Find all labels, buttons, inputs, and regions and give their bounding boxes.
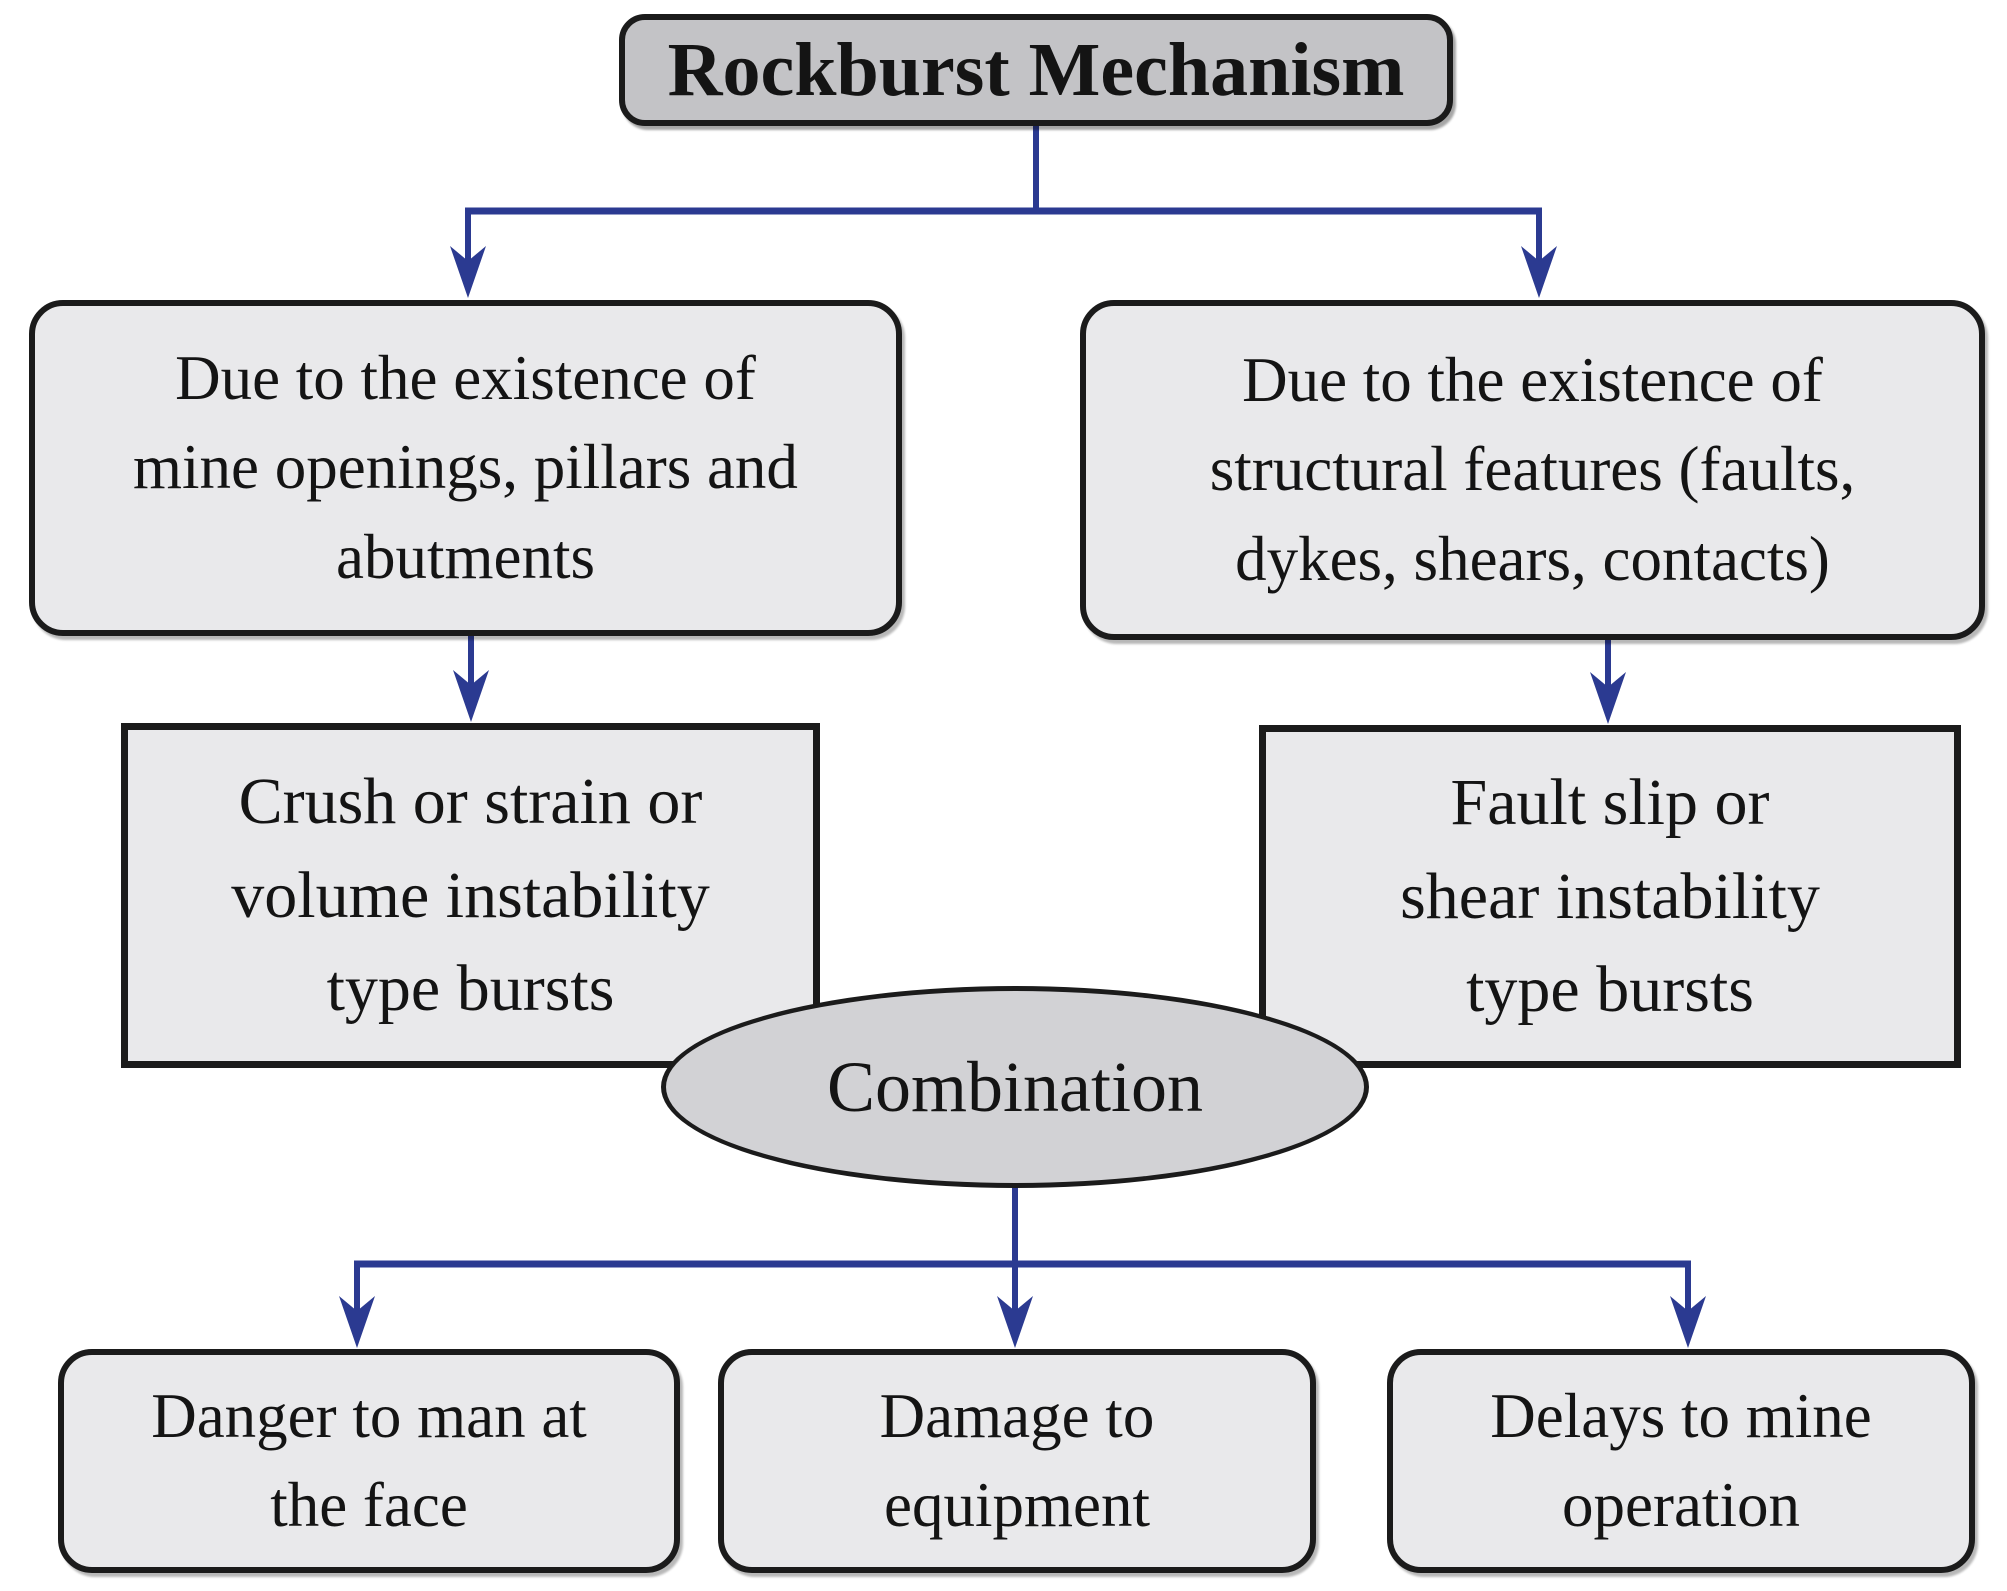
arrowhead-top-left: [450, 246, 486, 298]
arrowhead-bottom-center: [997, 1296, 1033, 1348]
arrowhead-left-mid: [453, 670, 489, 722]
arrowhead-bottom-left: [339, 1296, 375, 1348]
arrowhead-bottom-right: [1670, 1296, 1706, 1348]
node-cause-mine-openings: Due to the existence of mine openings, p…: [29, 300, 902, 636]
node-outcome-delays-operation: Delays to mine operation: [1387, 1349, 1975, 1573]
node-outcome-danger-to-man: Danger to man at the face: [58, 1349, 680, 1573]
node-fault-slip-bursts: Fault slip or shear instability type bur…: [1259, 725, 1961, 1068]
node-cause-structural-features: Due to the existence of structural featu…: [1080, 300, 1985, 640]
node-crush-strain-bursts: Crush or strain or volume instability ty…: [121, 723, 820, 1068]
node-title-rockburst-mechanism: Rockburst Mechanism: [619, 14, 1453, 126]
node-combination-ellipse: Combination: [661, 986, 1369, 1188]
arrowhead-right-mid: [1590, 672, 1626, 724]
node-outcome-damage-equipment: Damage to equipment: [718, 1349, 1316, 1573]
arrowhead-top-right: [1521, 246, 1557, 298]
